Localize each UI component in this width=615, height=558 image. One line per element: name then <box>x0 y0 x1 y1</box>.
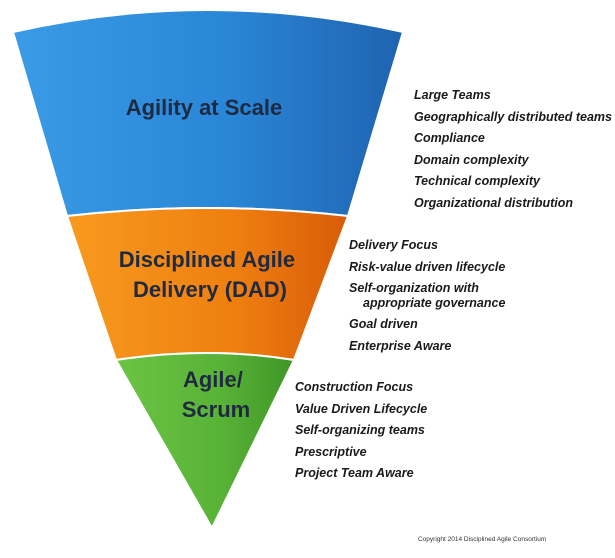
list-item: Prescriptive <box>295 444 367 459</box>
list-item-line-1: Self-organization with <box>349 281 479 295</box>
dad-title-line-1: Disciplined Agile <box>119 247 295 272</box>
scrum-characteristics-list: Construction Focus Value Driven Lifecycl… <box>295 377 427 485</box>
list-item-line-2: appropriate governance <box>363 296 506 310</box>
list-item: Domain complexity <box>414 152 529 167</box>
svg-text:Agility at Scale: Agility at Scale <box>126 95 283 120</box>
list-item: Project Team Aware <box>295 466 414 480</box>
svg-text:Disciplined Agile Delivery: Disciplined Agile Delivery (DAD) <box>119 247 302 302</box>
list-item: Organizational distribution <box>414 195 574 210</box>
dad-characteristics-list: Delivery Focus Risk-value driven lifecyc… <box>349 235 505 357</box>
scale-title-line: Agility at Scale <box>126 95 283 120</box>
list-item: Technical complexity <box>414 174 540 188</box>
band-agile-scrum <box>114 352 296 531</box>
dad-title-line-2: Delivery (DAD) <box>133 277 287 302</box>
svg-text:Agile/ Scrum: Agile/ Scrum <box>182 367 250 422</box>
list-item: Compliance <box>414 131 485 145</box>
list-item: Risk-value driven lifecycle <box>349 259 506 274</box>
list-item: Value Driven Lifecycle <box>295 401 428 416</box>
list-item: Enterprise Aware <box>349 338 452 353</box>
scrum-title-line-2: Scrum <box>182 397 250 422</box>
scrum-title-line-1: Agile/ <box>183 367 243 392</box>
list-item: Delivery Focus <box>349 238 438 252</box>
list-item: Large Teams <box>414 88 491 102</box>
copyright-notice: Copyright 2014 Disciplined Agile Consort… <box>418 536 547 543</box>
list-item: Goal driven <box>349 317 418 331</box>
list-item: Construction Focus <box>295 380 414 394</box>
list-item: Geographically distributed teams <box>414 109 612 124</box>
scale-characteristics-list: Large Teams Geographically distributed t… <box>414 85 612 214</box>
list-item: Self-organizing teams <box>295 423 425 437</box>
list-item: Self-organization with appropriate gover… <box>349 281 505 311</box>
